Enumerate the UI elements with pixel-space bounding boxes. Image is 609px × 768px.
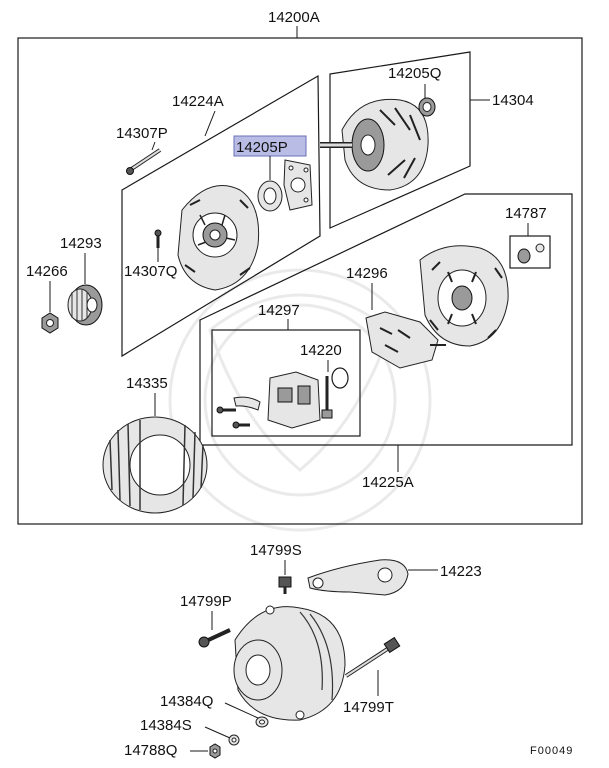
label-nut-q[interactable]: 14788Q bbox=[124, 742, 177, 759]
rectifier-part bbox=[365, 311, 446, 369]
alternator-body-part bbox=[233, 605, 346, 721]
label-brace[interactable]: 14223 bbox=[440, 563, 482, 580]
watermark-emblem bbox=[168, 268, 432, 532]
leader-bolt-long bbox=[151, 141, 156, 151]
label-bolt-short[interactable]: 14307Q bbox=[124, 263, 177, 280]
pulley-part bbox=[67, 284, 103, 326]
regulator-part bbox=[216, 371, 321, 429]
label-brush[interactable]: 14220 bbox=[300, 342, 342, 359]
label-bearing-front[interactable]: 14205P bbox=[236, 139, 288, 156]
label-bolt-t[interactable]: 14799T bbox=[343, 699, 394, 716]
pulley-nut-part bbox=[41, 312, 59, 334]
label-bolt-p[interactable]: 14799P bbox=[180, 593, 232, 610]
bolt-p-part bbox=[198, 628, 231, 648]
cap-part bbox=[509, 235, 551, 269]
bolt-short-part bbox=[154, 229, 162, 248]
rear-bracket-box bbox=[199, 193, 573, 446]
label-regulator-assy[interactable]: 14297 bbox=[258, 302, 300, 319]
label-stator[interactable]: 14335 bbox=[126, 375, 168, 392]
bolt-s-part bbox=[278, 576, 292, 594]
leader-front-bracket bbox=[204, 110, 216, 137]
brace-part bbox=[307, 559, 409, 596]
figure-code: F00049 bbox=[530, 745, 573, 757]
rotor-part bbox=[320, 98, 429, 191]
front-bracket-part bbox=[177, 185, 260, 291]
front-bracket-box bbox=[121, 74, 321, 358]
bolt-long-part bbox=[126, 148, 162, 175]
label-pulley-nut[interactable]: 14266 bbox=[26, 263, 68, 280]
washer-s-part bbox=[228, 734, 240, 746]
label-washer-s[interactable]: 14384S bbox=[140, 717, 192, 734]
label-rectifier[interactable]: 14296 bbox=[346, 265, 388, 282]
stator-part bbox=[102, 416, 208, 514]
nut-q-part bbox=[209, 743, 221, 759]
brush-part bbox=[321, 367, 349, 419]
leader-washer-q bbox=[224, 702, 259, 719]
label-cap[interactable]: 14787 bbox=[505, 205, 547, 222]
bolt-t-part bbox=[344, 636, 401, 678]
assembly-box bbox=[17, 37, 583, 525]
label-washer-q[interactable]: 14384Q bbox=[160, 693, 213, 710]
label-rotor[interactable]: 14304 bbox=[492, 92, 534, 109]
label-rear-bracket[interactable]: 14225A bbox=[362, 474, 414, 491]
label-front-bracket[interactable]: 14224A bbox=[172, 93, 224, 110]
bearing-rear-part bbox=[418, 97, 436, 117]
regulator-box bbox=[211, 329, 361, 437]
label-assy[interactable]: 14200A bbox=[268, 9, 320, 26]
washer-q-part bbox=[255, 716, 269, 728]
label-pulley[interactable]: 14293 bbox=[60, 235, 102, 252]
label-bolt-s[interactable]: 14799S bbox=[250, 542, 302, 559]
rear-bracket-part bbox=[419, 245, 509, 347]
rotor-box bbox=[329, 51, 471, 229]
leader-washer-s bbox=[204, 726, 231, 739]
label-bolt-long[interactable]: 14307P bbox=[116, 125, 168, 142]
retainer-plate-part bbox=[283, 159, 313, 211]
label-bearing-rear[interactable]: 14205Q bbox=[388, 65, 441, 82]
bearing-front-part bbox=[257, 180, 283, 212]
